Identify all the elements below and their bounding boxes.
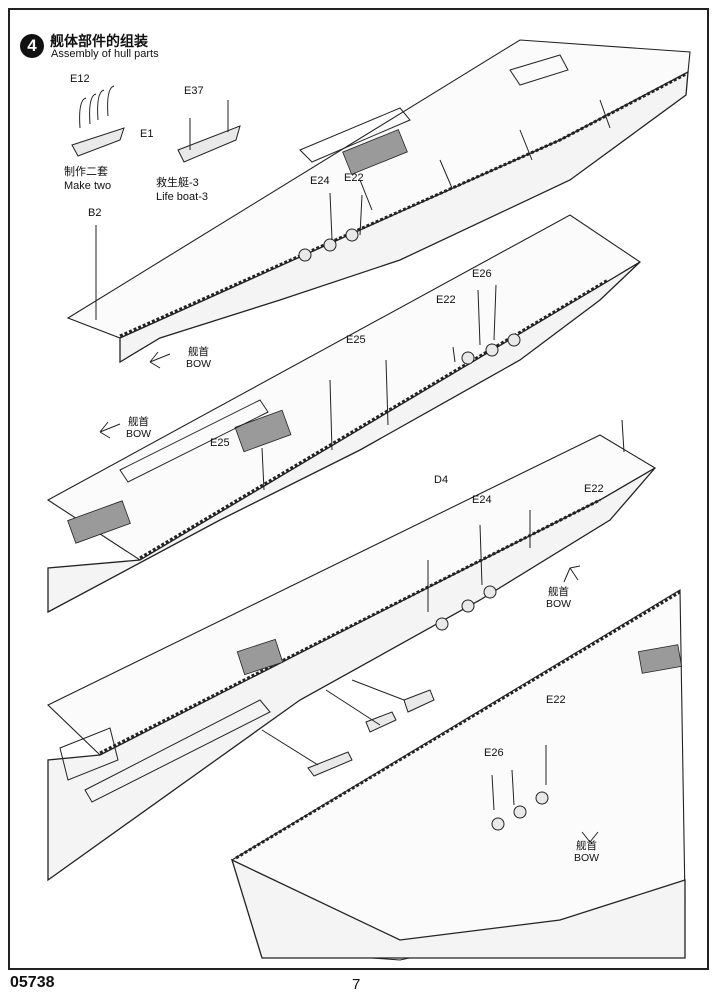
hull-section-4	[230, 589, 686, 961]
bow-label-1: 舰首 BOW	[186, 346, 211, 370]
bow-label-3: 舰首 BOW	[546, 586, 571, 610]
label-e12: E12	[70, 73, 90, 85]
step-title-cn: 舰体部件的组装	[50, 33, 148, 49]
label-e37: E37	[184, 85, 204, 97]
label-e25-a: E25	[346, 334, 366, 346]
hull-section-3	[47, 419, 657, 882]
gun-mounts-2	[461, 333, 521, 365]
label-d4: D4	[434, 474, 449, 486]
label-e24-a: E24	[310, 175, 330, 187]
bow-label-en: BOW	[126, 428, 152, 440]
note-lifeboat-en: Life boat-3	[156, 191, 208, 203]
attachment-lines	[95, 192, 547, 811]
bow-label-en: BOW	[574, 852, 600, 864]
bow-label-en: BOW	[546, 598, 572, 610]
label-b2: B2	[88, 207, 102, 219]
product-code: 05738	[10, 974, 55, 991]
label-e26-a: E26	[472, 268, 492, 280]
bow-label-cn: 舰首	[548, 586, 570, 598]
note-lifeboat-cn: 救生艇-3	[156, 177, 199, 189]
bow-label-cn: 舰首	[188, 346, 210, 358]
label-e26-b: E26	[484, 747, 504, 759]
gun-mounts-4	[491, 791, 549, 831]
page-frame	[8, 8, 709, 970]
lifeboats-3	[307, 689, 435, 777]
label-e22-d: E22	[546, 694, 566, 706]
label-e24-b: E24	[472, 494, 492, 506]
boat-e1-with-davits	[71, 85, 125, 157]
bow-label-cn: 舰首	[128, 416, 150, 428]
label-e22-c: E22	[584, 483, 604, 495]
bow-arrows	[99, 351, 599, 843]
hull-section-2	[46, 214, 642, 614]
label-e22-b: E22	[436, 294, 456, 306]
label-e1: E1	[140, 128, 154, 140]
step-title-en: Assembly of hull parts	[51, 48, 159, 60]
note-make-two-en: Make two	[64, 180, 112, 192]
label-e25-b: E25	[210, 437, 230, 449]
label-e22-a: E22	[344, 172, 364, 184]
bow-label-cn: 舰首	[576, 840, 598, 852]
note-make-two-cn: 制作二套	[64, 166, 108, 178]
gun-mounts-1	[298, 228, 359, 262]
step-number-badge: 4	[20, 34, 44, 58]
hull-section-1	[66, 39, 691, 364]
page-number: 7	[352, 976, 361, 993]
gun-mounts-3	[435, 585, 497, 631]
bow-label-en: BOW	[186, 358, 212, 370]
bow-label-4: 舰首 BOW	[574, 840, 599, 864]
bow-label-2: 舰首 BOW	[126, 416, 151, 440]
lifeboat-e37	[177, 100, 241, 163]
